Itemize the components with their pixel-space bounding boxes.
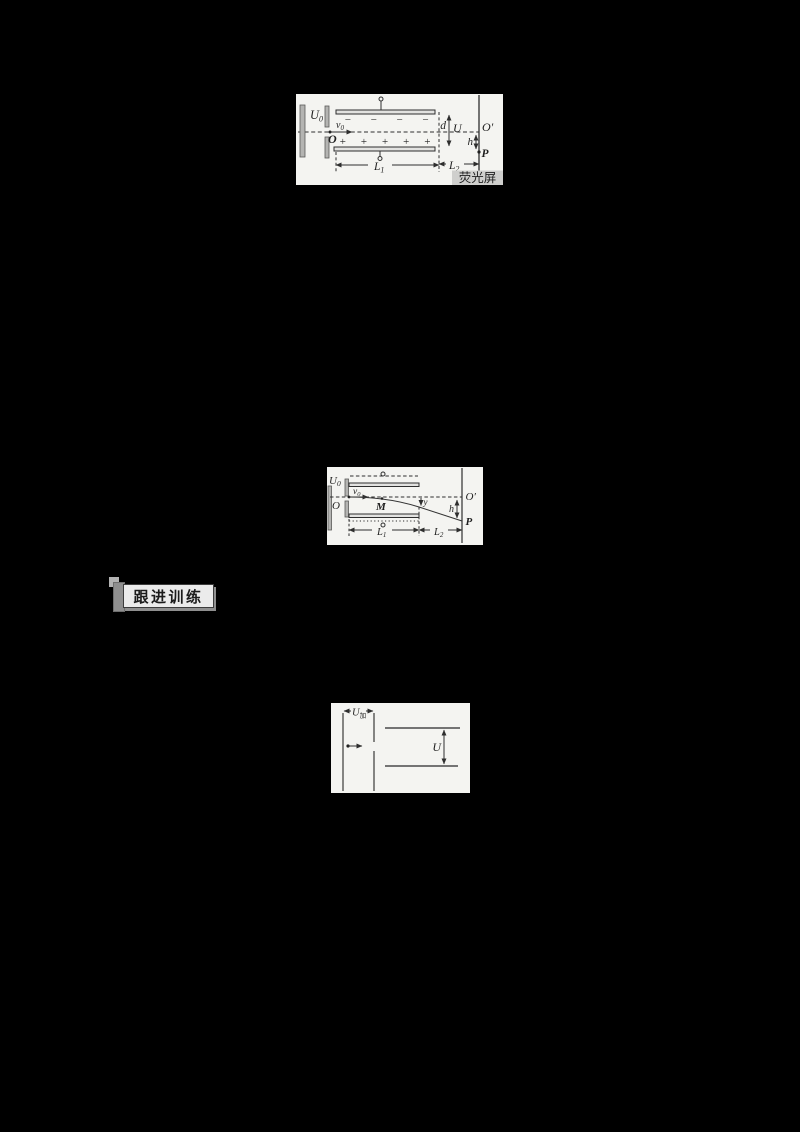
- bottom-terminal: [377, 156, 383, 161]
- diagram-accel-deflect-fields: U加 U: [331, 703, 470, 793]
- spot-p-dot: [477, 150, 481, 154]
- deflect-plate-top: [335, 109, 436, 115]
- diagram-deflection-setup: U0 v0 O −−−− +++++ d U L1: [296, 94, 503, 185]
- anode-plate-bottom: [324, 136, 330, 159]
- deflect-plate-bottom: [333, 146, 436, 152]
- l1-label: L1: [373, 161, 384, 175]
- cathode-plate: [299, 104, 306, 158]
- section-title: 跟进训练: [123, 584, 214, 608]
- diagram-trajectory: U0 v0 O M y: [327, 467, 483, 545]
- deflect-plate-bottom: [348, 513, 420, 518]
- deflect-plate-top: [348, 482, 420, 487]
- anode-plate-top: [344, 478, 349, 497]
- exit-displacement-label: y: [423, 497, 428, 507]
- gap-label: d: [440, 120, 446, 132]
- velocity-label: v0: [336, 120, 344, 132]
- accel-voltage-label: U0: [329, 475, 341, 488]
- plus-charges-row: +++++: [339, 136, 431, 148]
- o-prime-label: O′: [466, 491, 477, 503]
- top-terminal: [380, 471, 386, 477]
- o-prime-label: O′: [482, 120, 494, 134]
- diagram2-svg: U0 v0 O M y: [327, 468, 477, 543]
- l2-label: L2: [433, 527, 444, 539]
- p-label: P: [482, 148, 490, 160]
- diagram3-svg: U加 U: [342, 708, 460, 791]
- l2-label: L2: [448, 160, 459, 174]
- deflect-voltage-label: U: [453, 121, 463, 135]
- top-terminal: [378, 96, 384, 102]
- midpoint-dot: [380, 497, 384, 500]
- diagram1-svg: U0 v0 O −−−− +++++ d U L1: [298, 95, 503, 185]
- minus-charges-row: −−−−: [344, 114, 429, 126]
- h-label: h: [468, 136, 474, 148]
- bottom-terminal: [380, 522, 386, 528]
- anode-plate-bottom: [344, 500, 349, 518]
- anode-plate-top: [324, 105, 330, 128]
- midpoint-label: M: [375, 501, 387, 513]
- electron-trajectory: [348, 496, 463, 522]
- accel-voltage-label: U加: [352, 708, 366, 720]
- l1-label: L1: [376, 527, 386, 539]
- screen-caption: 荧光屏: [459, 171, 497, 185]
- h-label: h: [449, 504, 454, 515]
- deflect-voltage-label: U: [432, 740, 442, 754]
- velocity-label: v0: [353, 487, 361, 498]
- origin-label: O: [328, 132, 337, 146]
- accel-voltage-label: U0: [310, 108, 323, 124]
- screen-caption-bg: [452, 170, 503, 185]
- cathode-plate: [327, 485, 332, 531]
- origin-label: O: [332, 500, 340, 512]
- p-label: P: [466, 516, 473, 528]
